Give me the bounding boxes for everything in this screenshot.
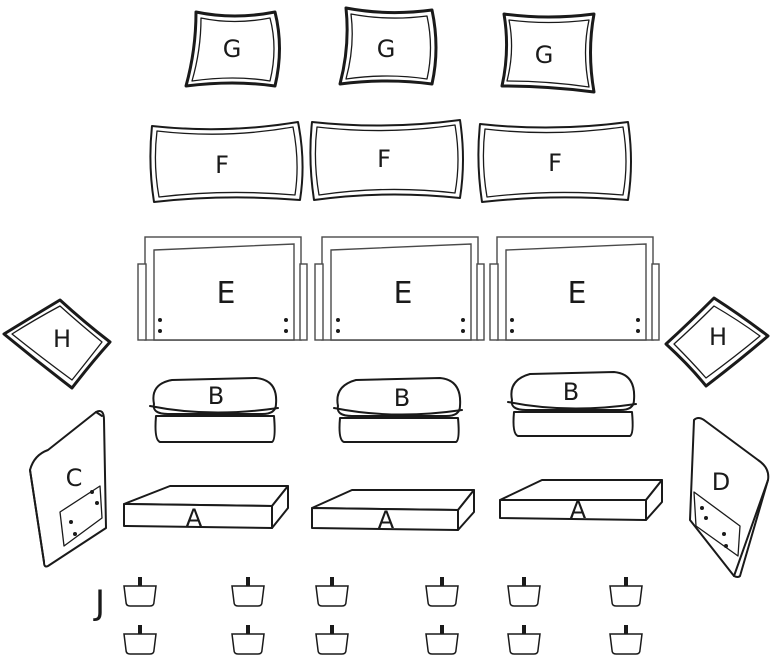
label-a-1: A — [186, 504, 203, 532]
pillow-g-2: G — [340, 8, 436, 84]
seat-cushion-b-2: B — [334, 378, 462, 442]
seat-cushion-b-3: B — [508, 372, 636, 436]
label-c: C — [66, 464, 83, 492]
label-e-3: E — [568, 276, 587, 311]
back-frame-e-1: E — [138, 237, 307, 340]
side-pillow-h-right: H — [666, 298, 768, 386]
label-h-left: H — [53, 325, 71, 353]
label-e-2: E — [394, 276, 413, 311]
foot-j-7 — [124, 625, 156, 654]
back-cushion-f-1: F — [150, 122, 302, 202]
seat-cushion-b-1: B — [150, 378, 278, 442]
pillow-g-3: G — [502, 14, 594, 92]
seat-base-a-1: A — [124, 486, 288, 532]
label-e-1: E — [217, 276, 236, 311]
back-cushion-f-2: F — [310, 120, 463, 200]
label-b-3: B — [563, 378, 579, 406]
foot-j-10 — [426, 625, 458, 654]
label-g-3: G — [535, 41, 554, 69]
back-frame-e-3: E — [490, 237, 659, 340]
label-a-2: A — [378, 506, 395, 534]
foot-j-2 — [232, 577, 264, 606]
seat-base-a-3: A — [500, 480, 662, 524]
foot-j-3 — [316, 577, 348, 606]
label-h-right: H — [709, 323, 727, 351]
label-a-3: A — [570, 496, 587, 524]
label-f-3: F — [548, 149, 562, 177]
label-d: D — [712, 468, 730, 496]
label-j: J — [93, 583, 105, 623]
side-pillow-h-left: H — [4, 300, 110, 388]
foot-j-5 — [508, 577, 540, 606]
label-f-2: F — [377, 145, 391, 173]
label-b-1: B — [208, 382, 224, 410]
foot-j-6 — [610, 577, 642, 606]
back-frame-e-2: E — [315, 237, 484, 340]
armrest-c: C — [30, 411, 106, 567]
foot-j-4 — [426, 577, 458, 606]
feet-j-group — [124, 577, 642, 654]
label-b-2: B — [394, 384, 410, 412]
foot-j-1 — [124, 577, 156, 606]
label-f-1: F — [215, 151, 229, 179]
foot-j-12 — [610, 625, 642, 654]
seat-base-a-2: A — [312, 490, 474, 534]
armrest-d: D — [690, 418, 768, 577]
foot-j-9 — [316, 625, 348, 654]
pillow-g-1: G — [186, 12, 280, 86]
label-g-1: G — [223, 35, 242, 63]
back-cushion-f-3: F — [478, 122, 631, 202]
label-g-2: G — [377, 35, 396, 63]
foot-j-11 — [508, 625, 540, 654]
foot-j-8 — [232, 625, 264, 654]
